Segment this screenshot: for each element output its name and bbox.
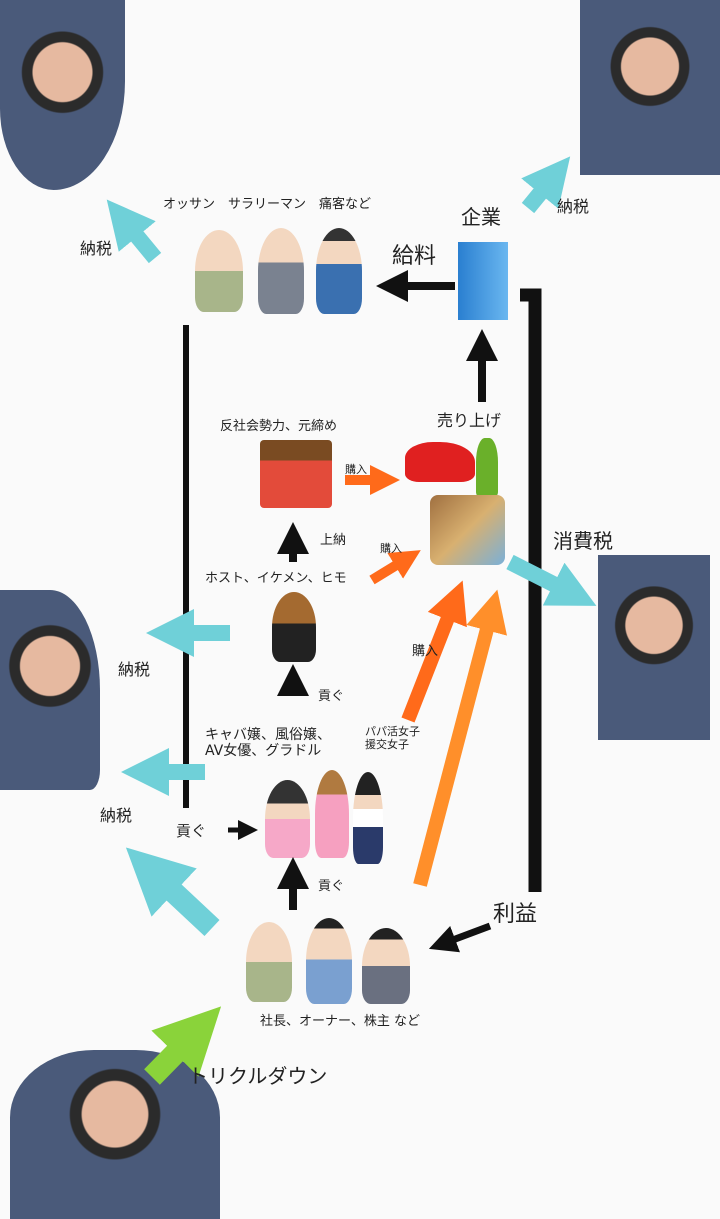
politician-photo-mid-left: [0, 590, 100, 790]
tax-label-top-right: 納税: [557, 197, 590, 216]
purchase-label-1: 購入: [345, 463, 367, 476]
model-illustration: [315, 770, 349, 858]
antisocial-label: 反社会勢力、元締め: [220, 419, 338, 434]
mitsugu-label-1: 貢ぐ: [318, 689, 345, 704]
purchase-label-3: 購入: [412, 644, 439, 659]
purchase-label-2: 購入: [380, 542, 402, 555]
mitsugu-label-2: 貢ぐ: [176, 822, 207, 840]
hostess-label: キャバ嬢、風俗嬢、 AV女優、グラドル: [205, 727, 331, 760]
hostess-illustration: [265, 780, 310, 858]
politician-photo-bottom-left: [10, 1050, 220, 1219]
tax-label-top-left: 納税: [80, 239, 113, 258]
salaryman-illustration: [258, 228, 304, 314]
mitsugu-label-3: 貢ぐ: [318, 879, 345, 894]
purchase-arrow-3: [401, 580, 467, 723]
tax-arrow-top-left: [106, 199, 162, 264]
host-label: ホスト、イケメン、ヒモ: [205, 571, 347, 586]
fan-illustration: [316, 228, 362, 314]
politician-photo-top-right: [580, 0, 720, 175]
purchase-arrow-2: [369, 550, 421, 585]
president-illustration: [246, 922, 292, 1002]
company-building-icon: [458, 242, 508, 320]
profit-label: 利益: [493, 902, 538, 927]
trickle-down-label: トリクルダウン: [188, 1064, 328, 1088]
tax-arrow-top-right: [521, 156, 571, 214]
luxury-goods-icon: [430, 495, 505, 565]
consumption-tax-arrow: [506, 554, 597, 606]
wine-bottle-icon: [476, 438, 498, 498]
company-label: 企業: [461, 205, 501, 229]
schoolgirl-illustration: [353, 772, 383, 864]
boss-illustration: [260, 440, 332, 508]
host-illustration: [272, 592, 316, 662]
consumption-tax-label: 消費税: [553, 529, 613, 553]
trickle-down-arrow: [144, 1006, 222, 1085]
sales-label: 売り上げ: [437, 411, 502, 430]
tax-label-lower: 納税: [100, 806, 133, 825]
purchase-arrow-4: [413, 589, 507, 887]
shareholder-illustration: [362, 928, 410, 1004]
old-man-illustration: [195, 230, 243, 312]
salary-label: 給料: [392, 244, 437, 269]
tax-arrow-bottom: [125, 847, 220, 937]
owner-illustration: [306, 918, 352, 1004]
tax-label-mid: 納税: [118, 660, 151, 679]
sports-car-icon: [405, 442, 475, 482]
profit-arrow: [428, 922, 492, 953]
tribute-label: 上納: [320, 533, 347, 548]
group-top-label: オッサン サラリーマン 痛客など: [163, 197, 372, 212]
profit-line-right: [520, 288, 542, 892]
papakatsu-label: パパ活女子 援交女子: [365, 725, 420, 751]
politician-photo-mid-right: [598, 555, 710, 740]
owners-label: 社長、オーナー、株主 など: [260, 1014, 421, 1029]
